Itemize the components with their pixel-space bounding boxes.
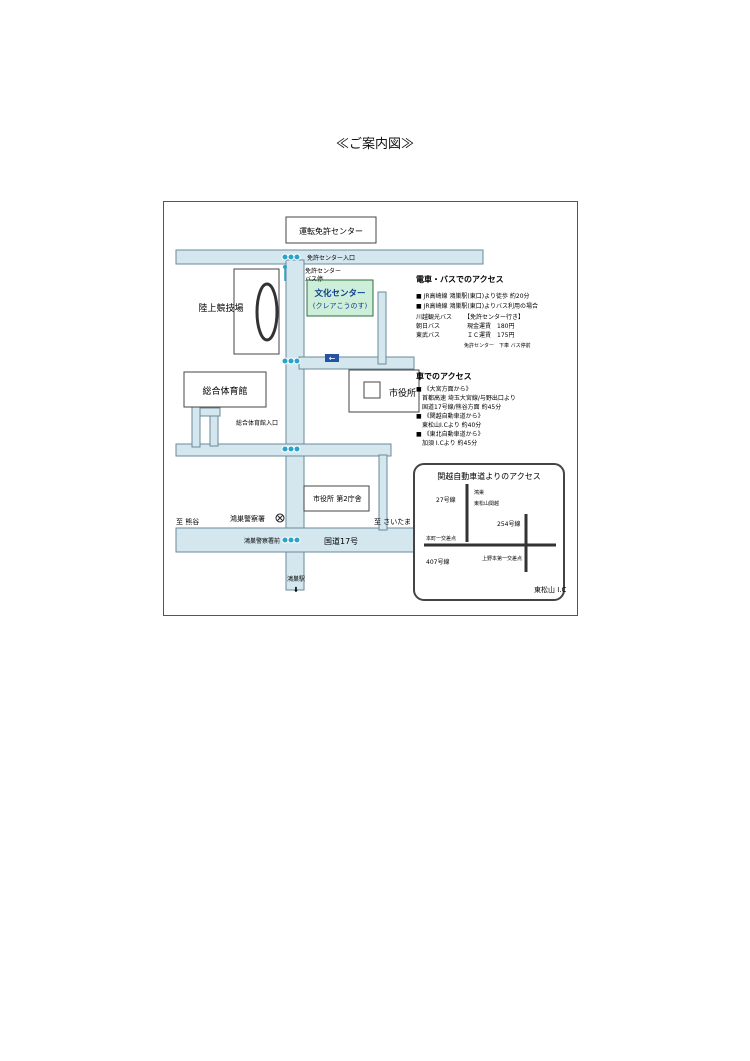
police-front-label: 鴻巣警察署前 xyxy=(244,537,280,545)
svg-text:首都高速 埼玉大宮線/与野出口より: 首都高速 埼玉大宮線/与野出口より xyxy=(422,394,516,402)
city-hall-label: 市役所 xyxy=(389,387,416,399)
culture-center-box xyxy=(306,279,374,317)
stadium-label: 陸上競技場 xyxy=(198,302,243,314)
svg-text:東松山I.Cより 約40分: 東松山I.Cより 約40分 xyxy=(422,421,481,429)
stadium-track xyxy=(255,282,279,342)
city-hall-inner xyxy=(363,381,381,399)
svg-text:■ 《関越自動車道から》: ■ 《関越自動車道から》 xyxy=(416,412,484,420)
map-canvas: 運転免許センター 陸上競技場 文化センター (クレアこうのす) 総合体育館 市役… xyxy=(175,216,567,601)
city-hall-2-box xyxy=(303,485,370,512)
svg-text:上野本第一交差点: 上野本第一交差点 xyxy=(482,555,522,562)
to-saitama: 至 さいたま xyxy=(374,518,411,526)
station-label: 鴻巣駅 xyxy=(287,575,305,583)
svg-text:東松山 I.C: 東松山 I.C xyxy=(534,585,567,594)
arrow-left-icon xyxy=(325,354,339,362)
svg-text:現金運賃 180円: 現金運賃 180円 xyxy=(467,322,514,330)
svg-text:254号線: 254号線 xyxy=(497,520,520,528)
culture-center-sub: (クレアこうのす) xyxy=(313,302,368,310)
city-hall-2-label: 市役所 第2庁舎 xyxy=(313,494,362,503)
svg-text:川越観光バス: 川越観光バス xyxy=(416,313,452,321)
svg-text:27号線: 27号線 xyxy=(436,496,456,504)
gymnasium-label: 総合体育館 xyxy=(202,385,247,397)
access-map: 運転免許センター 陸上競技場 文化センター (クレアこうのす) 総合体育館 市役… xyxy=(163,201,578,616)
police-label: 鴻巣警察署 xyxy=(230,514,265,523)
road-side-b xyxy=(378,454,388,531)
gymnasium-box xyxy=(183,371,267,408)
road-city-hall xyxy=(298,356,415,370)
car-heading: 車でのアクセス xyxy=(416,371,472,381)
svg-text:【免許センター行き】: 【免許センター行き】 xyxy=(464,313,524,321)
svg-text:ＩＣ運賃 175円: ＩＣ運賃 175円 xyxy=(467,331,514,339)
svg-text:国道17号線/熊谷方面 約45分: 国道17号線/熊谷方面 約45分 xyxy=(422,403,501,411)
road-side-a xyxy=(377,291,387,365)
to-kumagaya: 至 熊谷 xyxy=(176,517,199,526)
train-bus-heading: 電車・バスでのアクセス xyxy=(416,274,504,284)
road-main-vertical xyxy=(285,259,305,591)
svg-text:鴻巣: 鴻巣 xyxy=(474,489,484,496)
bus-stop-label: 免許センター xyxy=(305,267,341,275)
train-item-1: ■ JR高崎線 鴻巣駅(東口)より徒歩 約20分 xyxy=(416,292,530,300)
svg-text:東武バス: 東武バス xyxy=(416,331,440,339)
train-item-2: ■ JR高崎線 鴻巣駅(東口)よりバス利用の場合 xyxy=(416,302,538,310)
route17-label: 国道17号 xyxy=(324,536,358,546)
down-arrow-icon: ⬇ xyxy=(293,586,299,594)
svg-text:朝日バス: 朝日バス xyxy=(416,322,440,330)
svg-text:■ 《東北自動車道から》: ■ 《東北自動車道から》 xyxy=(416,430,484,438)
svg-text:407号線: 407号線 xyxy=(426,558,449,566)
license-entrance-label: 免許センター入口 xyxy=(307,254,355,262)
city-hall-box xyxy=(348,369,420,413)
road-gym-cross xyxy=(199,407,221,417)
svg-text:免許センター 下車 バス停前: 免許センター 下車 バス停前 xyxy=(464,342,531,349)
svg-text:関越自動車道よりのアクセス: 関越自動車道よりのアクセス xyxy=(437,471,540,481)
bus-stop-label-2: バス停 xyxy=(305,275,323,283)
road-top xyxy=(175,249,484,265)
inset-box xyxy=(413,463,565,601)
svg-text:本町一交差点: 本町一交差点 xyxy=(426,535,456,542)
license-center-label: 運転免許センター xyxy=(299,226,363,236)
svg-text:←: ← xyxy=(329,354,336,363)
license-center-box xyxy=(285,216,377,244)
svg-text:東松山関越: 東松山関越 xyxy=(474,500,499,507)
gym-entrance-label: 総合体育館入口 xyxy=(236,419,278,427)
bus-stop-icon xyxy=(283,265,287,269)
svg-text:■ 《大宮方面から》: ■ 《大宮方面から》 xyxy=(416,385,472,393)
page-title: ≪ご案内図≫ xyxy=(335,137,414,152)
svg-text:加須 I.Cより 約45分: 加須 I.Cより 約45分 xyxy=(422,439,477,447)
culture-center-label: 文化センター xyxy=(314,288,365,299)
